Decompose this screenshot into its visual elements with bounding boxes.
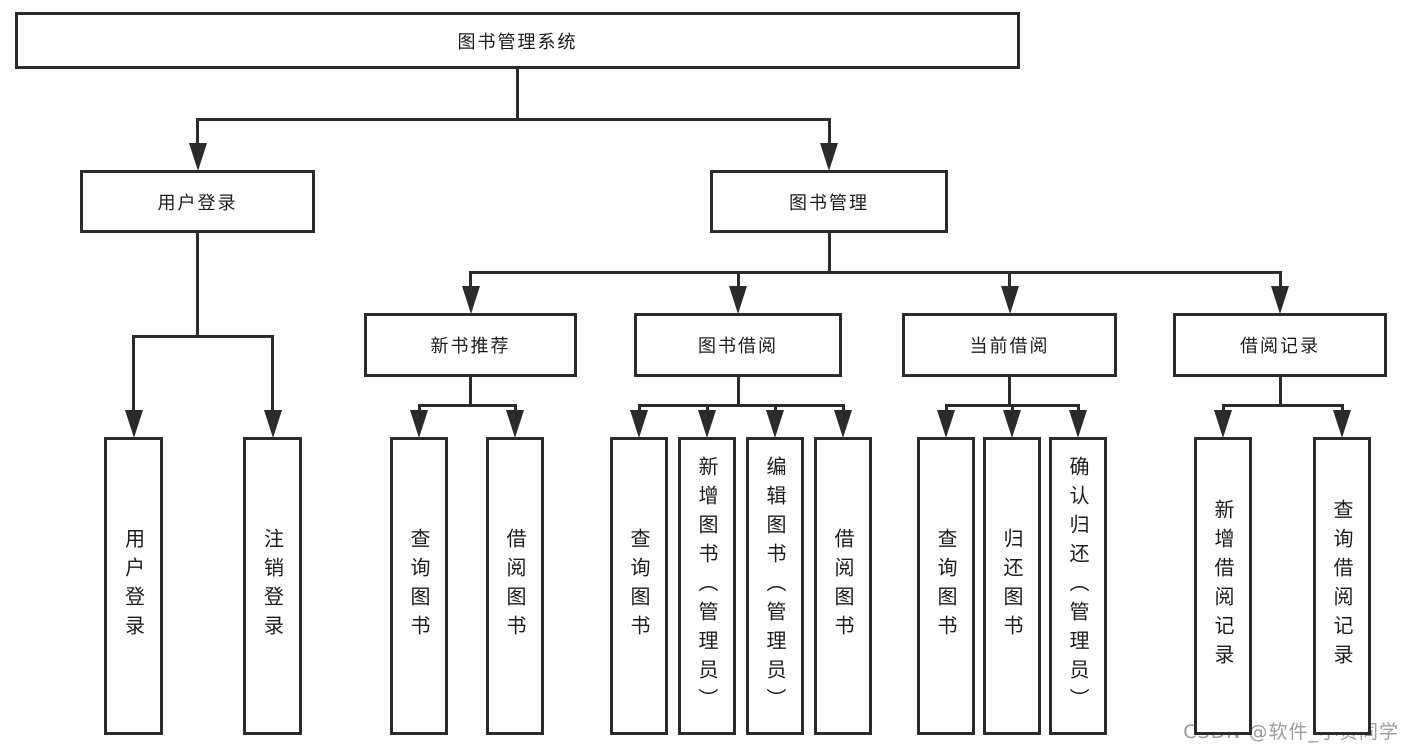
arrow-down-icon: [1271, 286, 1289, 314]
arrow-down-icon: [461, 286, 480, 314]
arrow-down-icon: [1214, 410, 1232, 438]
node-leaf-logout: 注销登录: [243, 437, 302, 735]
node-borrow-record: 借阅记录: [1173, 313, 1387, 377]
node-root: 图书管理系统: [15, 12, 1020, 69]
node-leaf-br-query: 查询借阅记录: [1313, 437, 1371, 735]
node-label: 借阅记录: [1240, 336, 1320, 357]
node-leaf-bb-query: 查询图书: [610, 437, 668, 735]
node-leaf-nbr-query: 查询图书: [390, 437, 448, 735]
connector-line: [513, 405, 517, 413]
node-label: 图书借阅: [698, 336, 778, 357]
arrow-down-icon: [729, 286, 747, 314]
node-label: 当前借阅: [969, 336, 1050, 357]
arrow-down-icon: [506, 410, 524, 438]
node-leaf-user-login: 用户登录: [104, 437, 163, 735]
arrow-down-icon: [834, 410, 852, 438]
connector-line: [271, 336, 274, 413]
node-leaf-nbr-borrow: 借阅图书: [486, 437, 544, 735]
connector-line: [417, 403, 517, 407]
connector-line: [1340, 405, 1344, 413]
connector-line: [132, 336, 135, 413]
connector-line: [132, 334, 274, 338]
arrow-down-icon: [820, 143, 838, 171]
connector-line: [469, 270, 1282, 274]
connector-line: [196, 117, 831, 121]
connector-line: [516, 67, 519, 121]
node-leaf-cb-return: 归还图书: [983, 437, 1041, 735]
node-label: 借阅图书: [831, 528, 855, 644]
node-label: 借阅图书: [503, 528, 527, 644]
arrow-down-icon: [630, 410, 648, 438]
arrow-down-icon: [1000, 286, 1019, 314]
node-book-mgmt: 图书管理: [710, 170, 948, 233]
connector-line: [637, 403, 845, 407]
arrow-down-icon: [698, 410, 716, 438]
arrow-down-icon: [937, 410, 955, 438]
connector-line: [827, 231, 831, 274]
node-label: 注销登录: [260, 528, 285, 644]
node-label: 查询借阅记录: [1330, 499, 1354, 673]
node-label: 图书管理: [789, 192, 869, 214]
connector-line: [736, 375, 740, 407]
arrow-down-icon: [410, 410, 428, 438]
node-label: 新书推荐: [430, 336, 511, 357]
node-label: 图书管理系统: [457, 31, 578, 53]
connector-line: [705, 405, 709, 413]
node-leaf-bb-edit: 编辑图书（管理员）: [746, 437, 804, 735]
node-label: 编辑图书（管理员）: [763, 455, 787, 717]
connector-line: [1221, 403, 1344, 407]
connector-line: [1008, 375, 1011, 407]
node-label: 新增借阅记录: [1211, 499, 1235, 673]
node-current-borrow: 当前借阅: [902, 313, 1117, 377]
connector-line: [1008, 272, 1011, 289]
connector-line: [1278, 272, 1282, 289]
node-leaf-br-add: 新增借阅记录: [1194, 437, 1252, 735]
connector-line: [637, 405, 641, 413]
connector-line: [736, 272, 740, 289]
node-label: 用户登录: [157, 192, 238, 214]
node-label: 归还图书: [1000, 528, 1024, 644]
connector-line: [827, 119, 831, 146]
node-leaf-cb-query: 查询图书: [917, 437, 975, 735]
arrow-down-icon: [1333, 410, 1351, 438]
connector-line: [469, 272, 472, 289]
arrow-down-icon: [1003, 410, 1021, 438]
connector-line: [417, 405, 421, 413]
connector-line: [1278, 375, 1282, 407]
node-label: 查询图书: [627, 528, 651, 644]
node-new-book-rec: 新书推荐: [364, 313, 577, 377]
connector-line: [944, 405, 948, 413]
node-leaf-cb-confirm: 确认归还（管理员）: [1049, 437, 1107, 735]
connector-line: [469, 375, 472, 407]
connector-line: [841, 405, 845, 413]
node-label: 用户登录: [121, 528, 146, 644]
connector-line: [196, 231, 199, 338]
node-book-borrow: 图书借阅: [634, 313, 842, 377]
arrow-down-icon: [188, 143, 207, 171]
arrow-down-icon: [263, 410, 282, 438]
connector-line: [773, 405, 777, 413]
arrow-down-icon: [124, 410, 143, 438]
connector-line: [1076, 405, 1080, 413]
node-leaf-bb-add: 新增图书（管理员）: [678, 437, 736, 735]
connector-line: [1010, 405, 1014, 413]
arrow-down-icon: [1069, 410, 1087, 438]
connector-line: [1221, 405, 1225, 413]
arrow-down-icon: [766, 410, 784, 438]
node-user-login-group: 用户登录: [80, 170, 315, 233]
connector-line: [196, 119, 199, 146]
node-label: 确认归还（管理员）: [1066, 455, 1090, 717]
node-leaf-bb-borrow: 借阅图书: [814, 437, 872, 735]
node-label: 新增图书（管理员）: [695, 455, 719, 717]
node-label: 查询图书: [407, 528, 431, 644]
node-label: 查询图书: [934, 528, 958, 644]
